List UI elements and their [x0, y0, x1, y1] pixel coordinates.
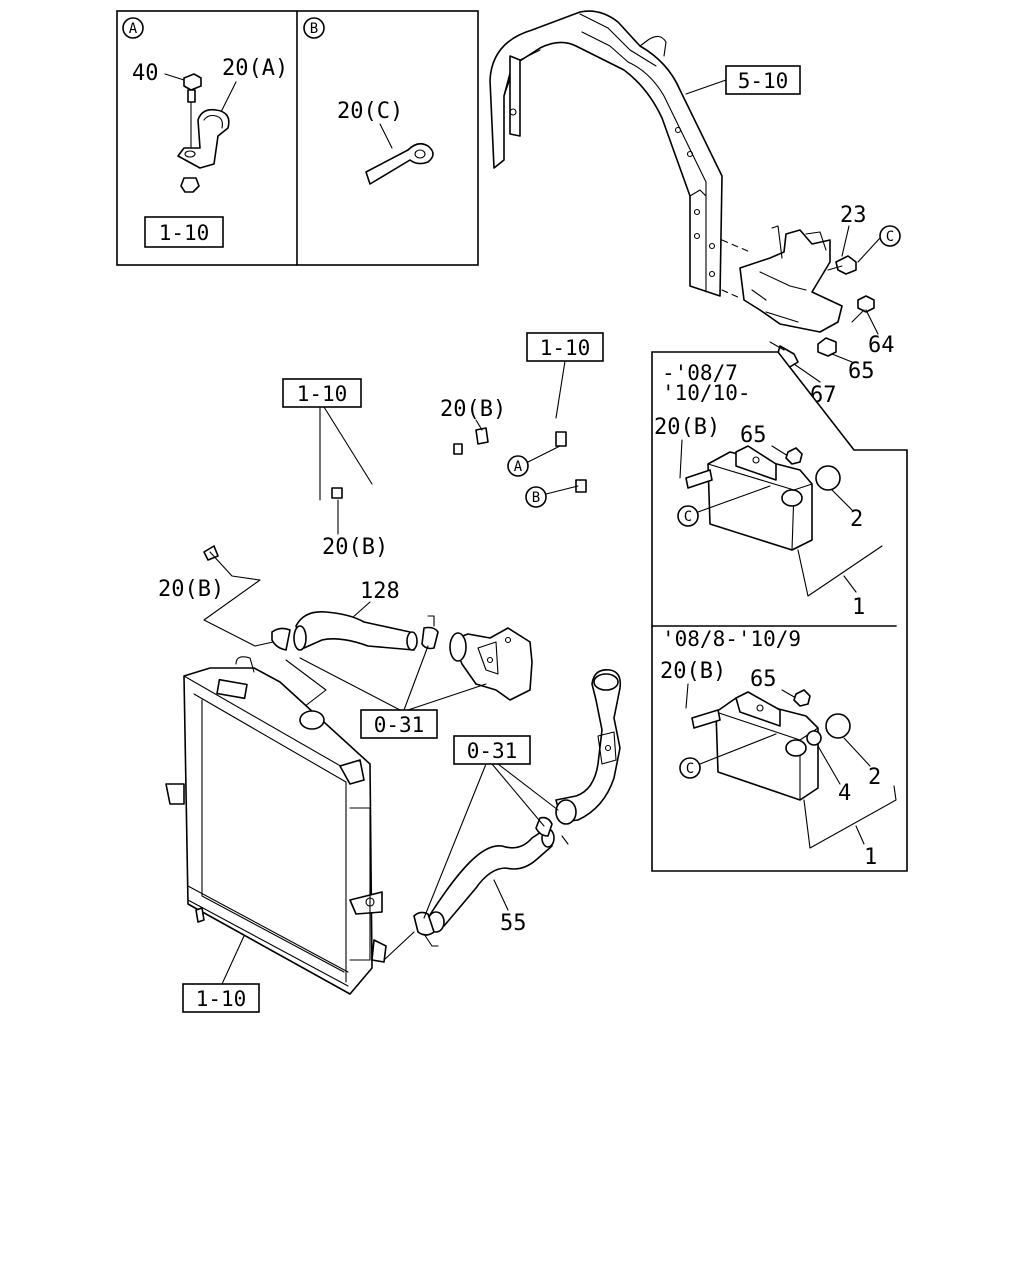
ref-box-1-10-mid: 1-10 [297, 382, 348, 406]
reservoir-tank-top [685, 445, 813, 551]
callout-55: 55 [500, 911, 527, 936]
reservoir-tank-bottom [691, 691, 819, 801]
circle-c-frame: C [886, 229, 894, 245]
cap-icon [815, 465, 841, 491]
bolt-icon [827, 255, 857, 275]
nut-icon [793, 689, 811, 707]
reservoir-tank-panel: -'08/7 '10/10- 20(B) 65 2 C 1 '08/8-'10/… [651, 351, 908, 872]
thermostat-housing [449, 627, 533, 701]
callout-20c: 20(C) [337, 99, 403, 124]
inset-a-letter: A [129, 21, 138, 37]
clip-c-icon [365, 142, 434, 185]
callout-65-tank-bottom: 65 [750, 667, 777, 692]
callout-4-bottom: 4 [838, 781, 851, 806]
ref-box-inset-a: 1-10 [159, 221, 210, 245]
callout-20b-upper: 20(B) [440, 397, 506, 422]
nut-icon [785, 447, 803, 465]
callout-1-bottom: 1 [864, 845, 877, 870]
callout-64: 64 [868, 333, 895, 358]
frame-member [489, 10, 751, 299]
callout-23: 23 [840, 203, 867, 228]
date-range-bottom: '08/8-'10/9 [662, 627, 801, 651]
circle-c-top: C [684, 509, 692, 525]
callout-128: 128 [360, 579, 400, 604]
callout-65-tank-top: 65 [740, 423, 767, 448]
callout-2-top: 2 [850, 507, 863, 532]
bolt-icon [183, 73, 202, 151]
clip-bracket-icon [177, 108, 230, 169]
circle-b: B [532, 490, 540, 506]
callout-65: 65 [848, 359, 875, 384]
ref-box-1-10-radiator: 1-10 [196, 987, 247, 1011]
detail-inset: A 40 20(A) 1-10 B 20(C) [116, 10, 479, 266]
date-range-top-1: -'08/7 [662, 361, 738, 385]
callout-40: 40 [132, 61, 159, 86]
ref-box-0-31-lower: 0-31 [467, 739, 518, 763]
inset-b-letter: B [310, 21, 318, 37]
callout-20a: 20(A) [222, 56, 288, 81]
ring-icon [806, 730, 822, 746]
callout-2-bottom: 2 [868, 765, 881, 790]
ref-box-1-10-upper: 1-10 [540, 336, 591, 360]
circle-a: A [514, 459, 523, 475]
clip-icon [475, 427, 489, 445]
callout-20b-left: 20(B) [158, 577, 224, 602]
tank-bracket [739, 225, 843, 333]
date-range-top-2: '10/10- [662, 381, 751, 405]
callout-20b-mid: 20(B) [322, 535, 388, 560]
bolt-icon [851, 295, 875, 323]
callout-20b-tank-top: 20(B) [654, 415, 720, 440]
water-pipe [555, 668, 622, 825]
nut-icon [817, 337, 837, 357]
overflow-hose [122, 410, 646, 544]
radiator [165, 656, 387, 995]
circle-c-bottom: C [686, 761, 694, 777]
cap-icon [825, 713, 851, 739]
ref-box-0-31-upper: 0-31 [374, 713, 425, 737]
callout-1-top: 1 [852, 595, 865, 620]
callout-20b-tank-bottom: 20(B) [660, 659, 726, 684]
lower-hose [413, 816, 569, 947]
ref-box-5-10: 5-10 [738, 69, 789, 93]
nut-icon [180, 177, 200, 193]
upper-hose [271, 610, 439, 651]
